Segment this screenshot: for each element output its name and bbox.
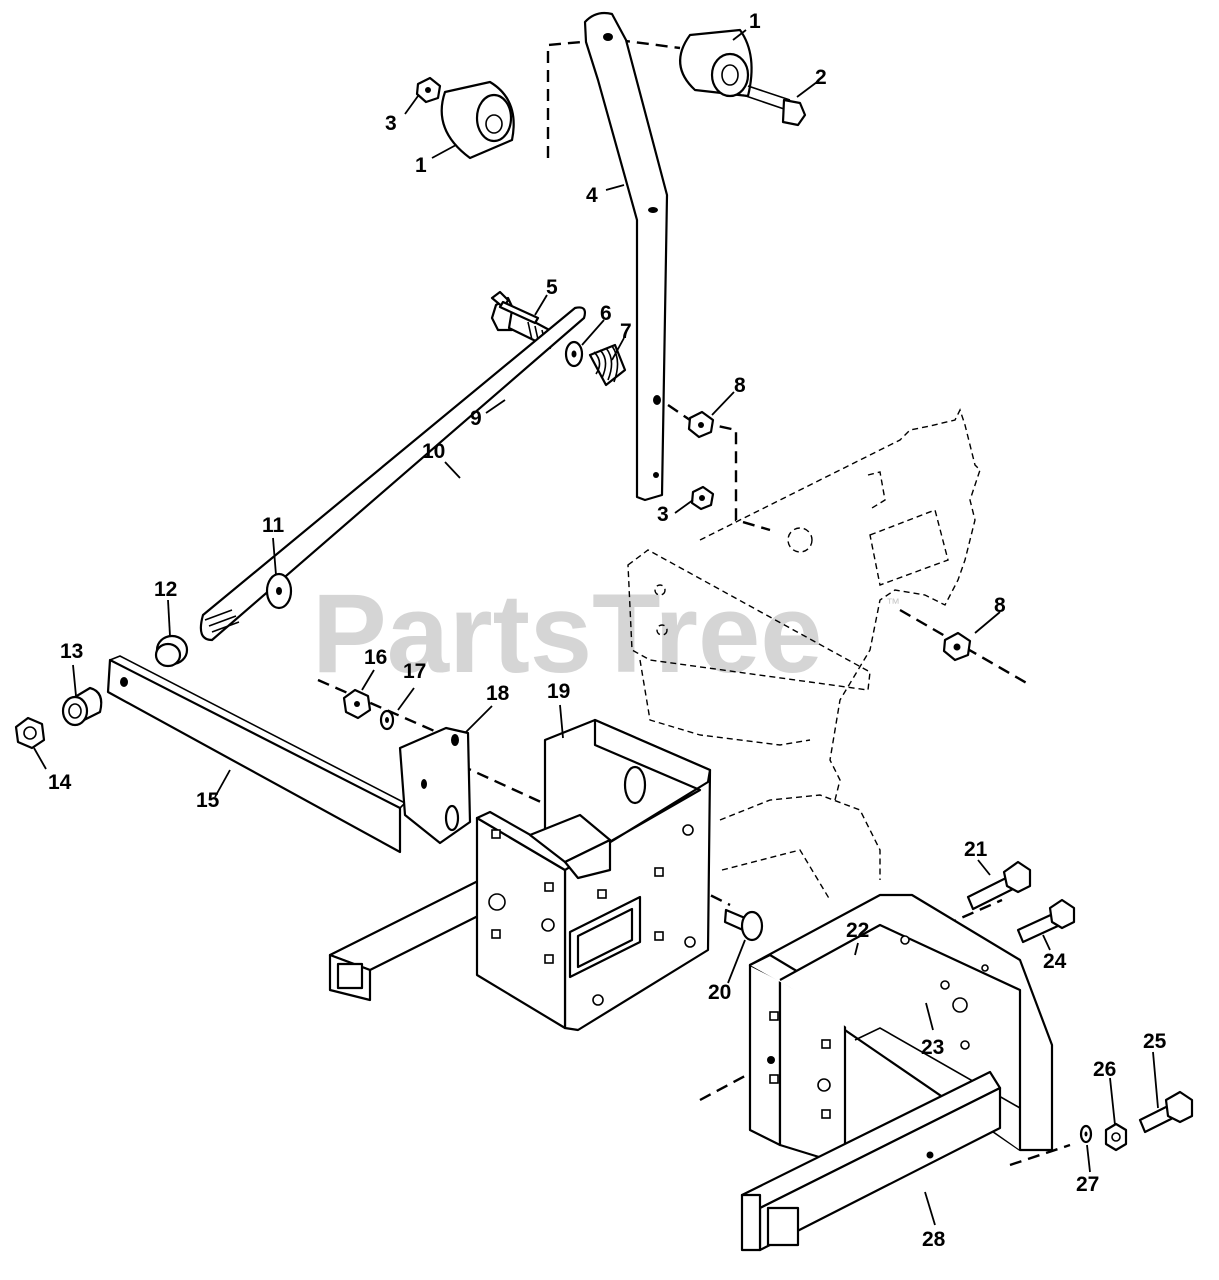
assembly-lines [317, 38, 1071, 1167]
bracket-19 [328, 718, 712, 1032]
spacer-12 [154, 634, 189, 668]
callout-4: 4 [586, 184, 598, 207]
nut-3-lower [690, 485, 715, 511]
callout-3-upper: 3 [385, 112, 397, 135]
washer-6 [564, 340, 584, 368]
callout-28: 28 [922, 1228, 946, 1251]
nut-26 [1104, 1122, 1128, 1152]
flat-bar-15 [106, 655, 407, 854]
callouts: 1 2 3 1 4 5 6 7 8 9 10 3 11 12 8 13 16 1… [48, 10, 1167, 1251]
callout-24: 24 [1043, 950, 1067, 973]
callout-20: 20 [708, 981, 731, 1004]
callout-5: 5 [546, 276, 558, 299]
callout-16: 16 [364, 646, 387, 669]
nut-14 [14, 716, 46, 750]
nut-16 [342, 688, 372, 720]
nut-8-lower [942, 631, 972, 662]
callout-27: 27 [1076, 1173, 1099, 1196]
callout-8-upper: 8 [734, 374, 746, 397]
rod-10 [199, 306, 587, 642]
watermark: PartsTree [312, 571, 823, 696]
washer-17 [379, 709, 395, 731]
callout-26: 26 [1093, 1058, 1116, 1081]
bolt-2 [742, 85, 807, 127]
leader-lines [33, 29, 1159, 1226]
bolt-25 [1138, 1090, 1194, 1134]
callout-1-lower: 1 [415, 154, 427, 177]
callout-7: 7 [620, 320, 632, 343]
callout-25: 25 [1143, 1030, 1167, 1053]
bolt-21 [966, 860, 1032, 911]
bracket-18 [398, 726, 472, 845]
bolt-24 [1016, 898, 1076, 944]
bushing-13 [61, 686, 103, 727]
watermark-trademark: ™ [886, 595, 900, 611]
tube-28 [740, 1070, 1002, 1252]
frame-phantom-outline [627, 408, 981, 901]
nut-3-upper [415, 76, 442, 104]
callout-23: 23 [921, 1036, 944, 1059]
spring-7 [588, 343, 627, 387]
bumper-upper [679, 28, 753, 98]
bumper-lower [440, 80, 515, 160]
callout-18: 18 [486, 682, 510, 705]
callout-9: 9 [470, 407, 482, 430]
callout-21: 21 [964, 838, 988, 861]
bolt-9 [490, 290, 540, 325]
callout-6: 6 [600, 302, 612, 325]
callout-12: 12 [154, 578, 177, 601]
callout-3-lower: 3 [657, 503, 669, 526]
callout-19: 19 [547, 680, 570, 703]
collar-11 [265, 572, 293, 610]
callout-15: 15 [196, 789, 220, 812]
callout-8-lower: 8 [994, 594, 1006, 617]
nut-8-upper [687, 410, 715, 439]
callout-17: 17 [403, 660, 426, 683]
callout-1-upper: 1 [749, 10, 761, 33]
callout-13: 13 [60, 640, 83, 663]
callout-14: 14 [48, 771, 72, 794]
callout-11: 11 [262, 514, 285, 537]
callout-10: 10 [422, 440, 445, 463]
callout-22: 22 [846, 919, 869, 942]
callout-2: 2 [815, 66, 827, 89]
lever-arm [583, 11, 669, 502]
washer-27 [1079, 1124, 1093, 1144]
bolt-20 [723, 908, 764, 942]
